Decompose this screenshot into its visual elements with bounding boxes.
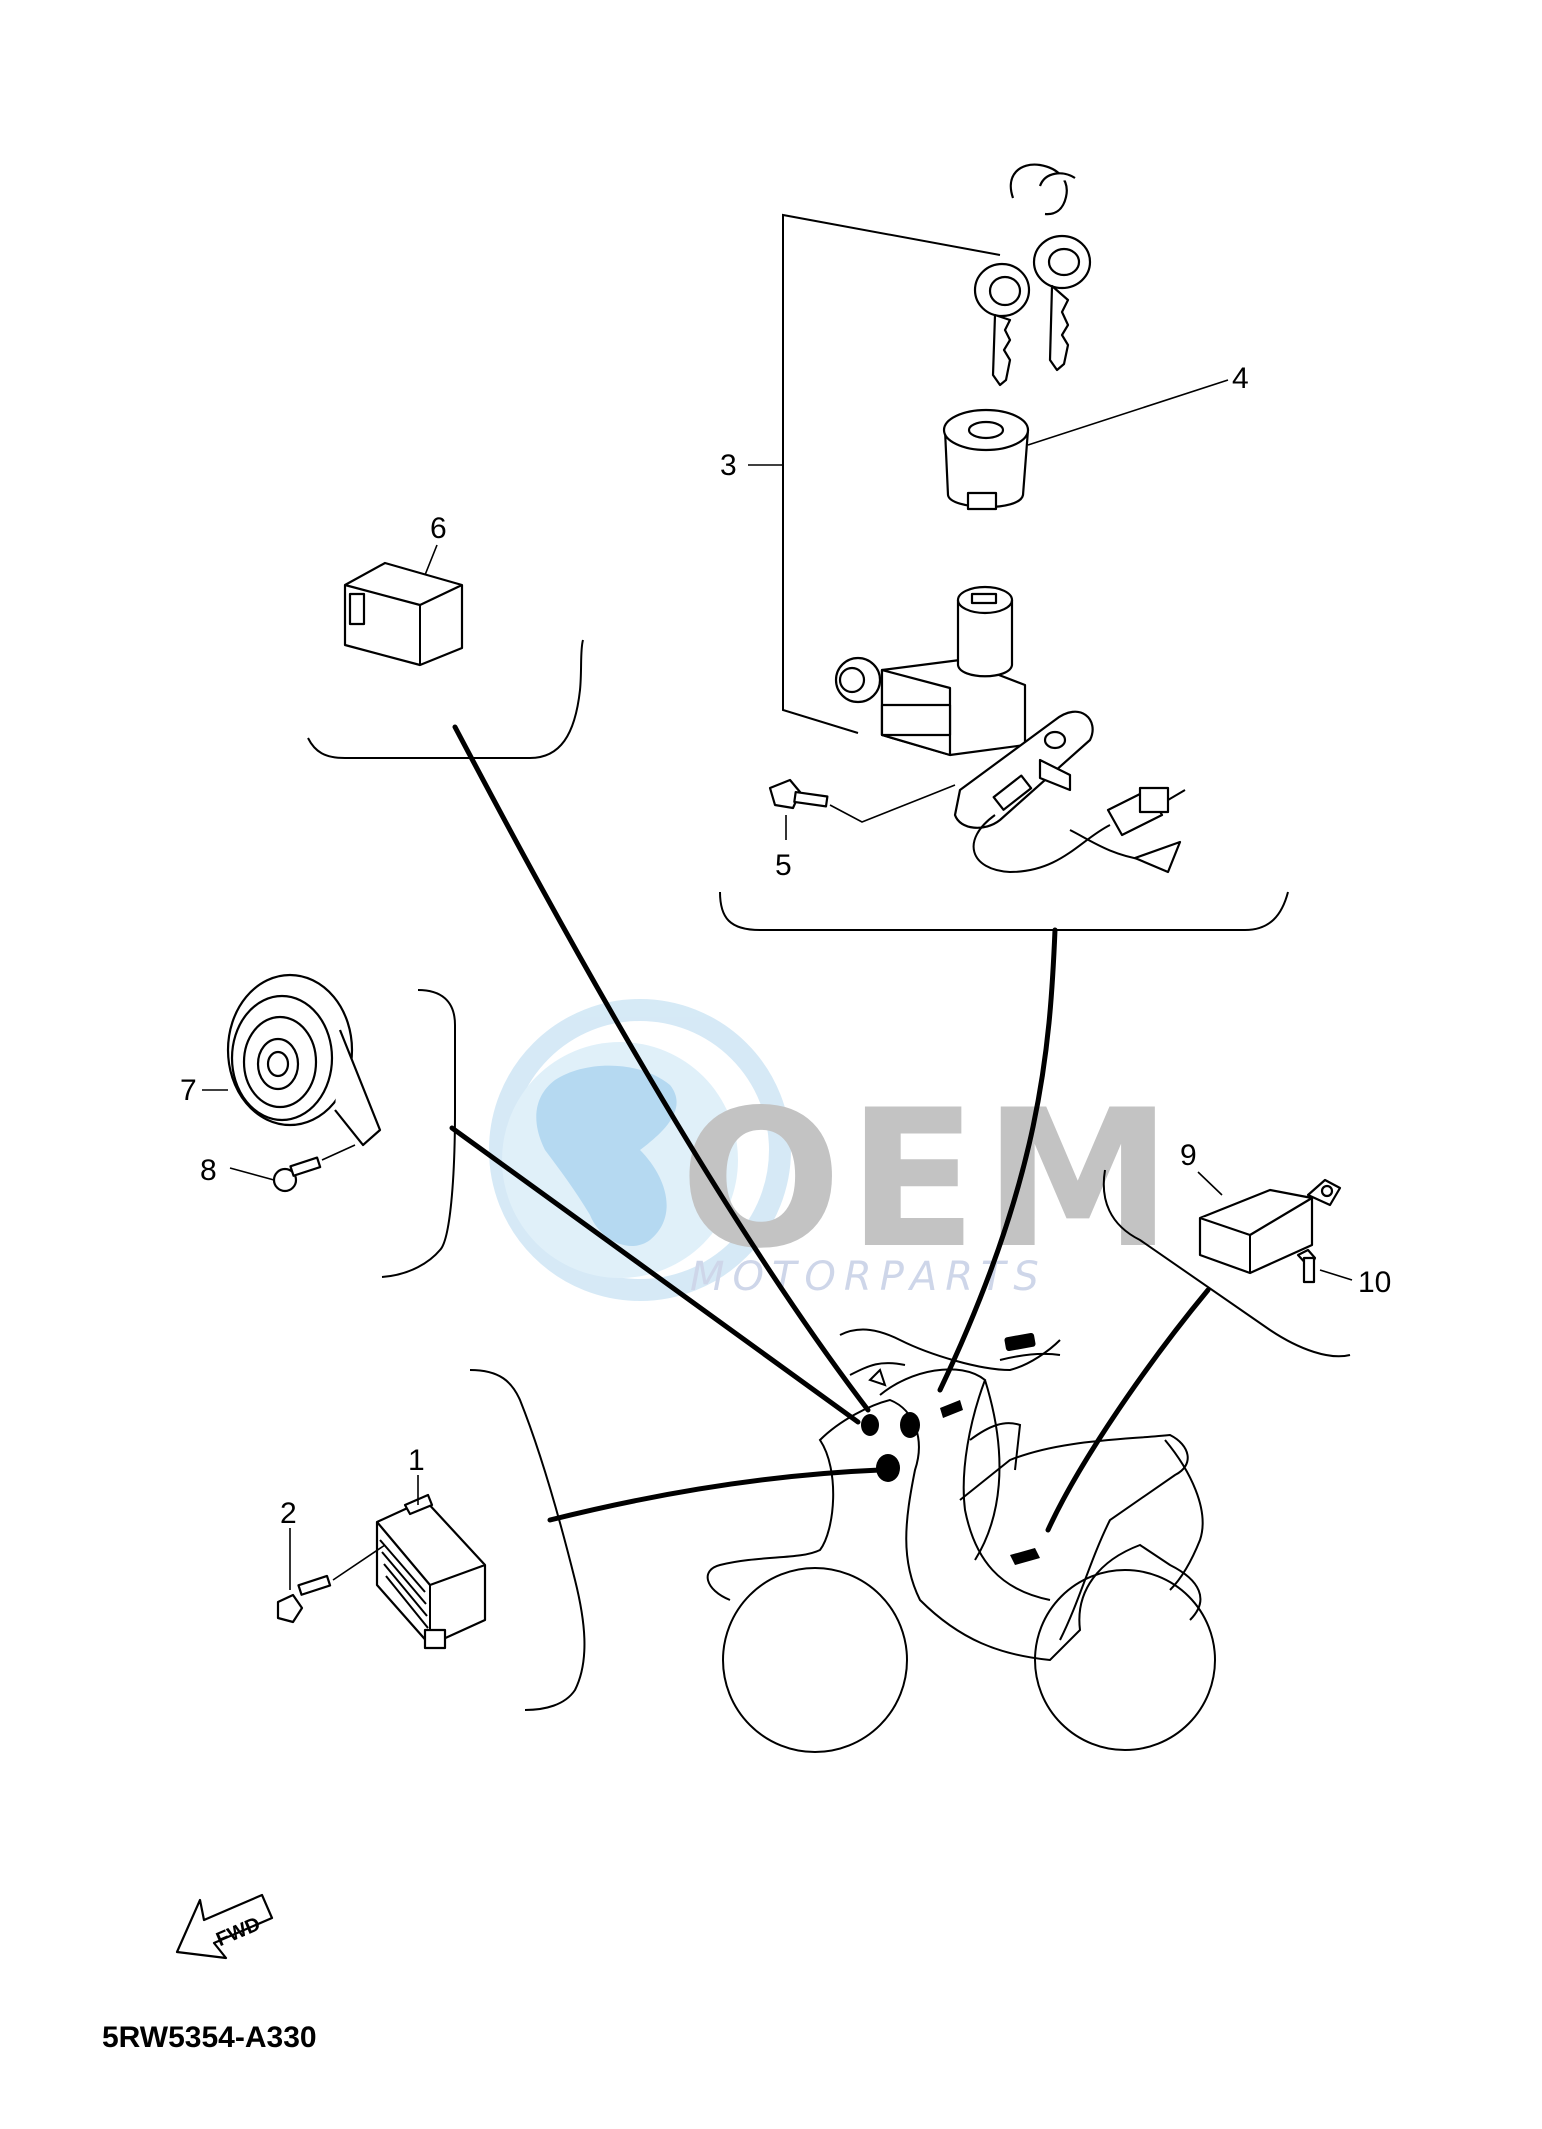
key-set-bracket [748, 213, 1001, 734]
diagram-code: 5RW5354-A330 [102, 2021, 317, 2054]
bracket-relay [307, 639, 584, 759]
leader-controller [1045, 1287, 1211, 1533]
rectifier-1 [375, 1475, 487, 1650]
controller-9 [1197, 1171, 1342, 1275]
fwd-arrow-icon: FWD [175, 1893, 274, 1960]
callout-7: 7 [180, 1074, 197, 1107]
leader-relay [452, 724, 871, 1413]
callout-1: 1 [408, 1444, 425, 1477]
bracket-rectifier [469, 1369, 586, 1711]
leader-horn [449, 1125, 861, 1425]
screw-10 [1296, 1248, 1353, 1284]
callout-2: 2 [280, 1497, 297, 1530]
watermark-brand: OEM [680, 1069, 1178, 1290]
bracket-controller [1102, 1169, 1351, 1358]
callout-8: 8 [200, 1154, 217, 1187]
bracket-horn [381, 989, 456, 1278]
callout-3: 3 [720, 449, 737, 482]
relay-6 [343, 544, 464, 667]
callout-6: 6 [430, 512, 447, 545]
bracket-main-switch [719, 891, 1289, 931]
watermark: OEM MOTORPARTS [489, 999, 1178, 1301]
callout-4: 4 [1232, 362, 1249, 395]
screw-8 [229, 1144, 356, 1193]
callout-10: 10 [1358, 1266, 1391, 1299]
main-switch [834, 585, 1186, 874]
scooter-outline [706, 1328, 1216, 1753]
lock-cap [942, 379, 1229, 511]
callout-9: 9 [1180, 1139, 1197, 1172]
leader-main-switch [937, 927, 1058, 1393]
screw-5 [768, 778, 956, 840]
callout-5: 5 [775, 849, 792, 882]
screw-2 [276, 1528, 386, 1624]
key-pair [973, 163, 1092, 387]
leader-rectifier [547, 1467, 883, 1523]
horn-7 [202, 973, 382, 1147]
watermark-globe-icon [489, 999, 791, 1301]
